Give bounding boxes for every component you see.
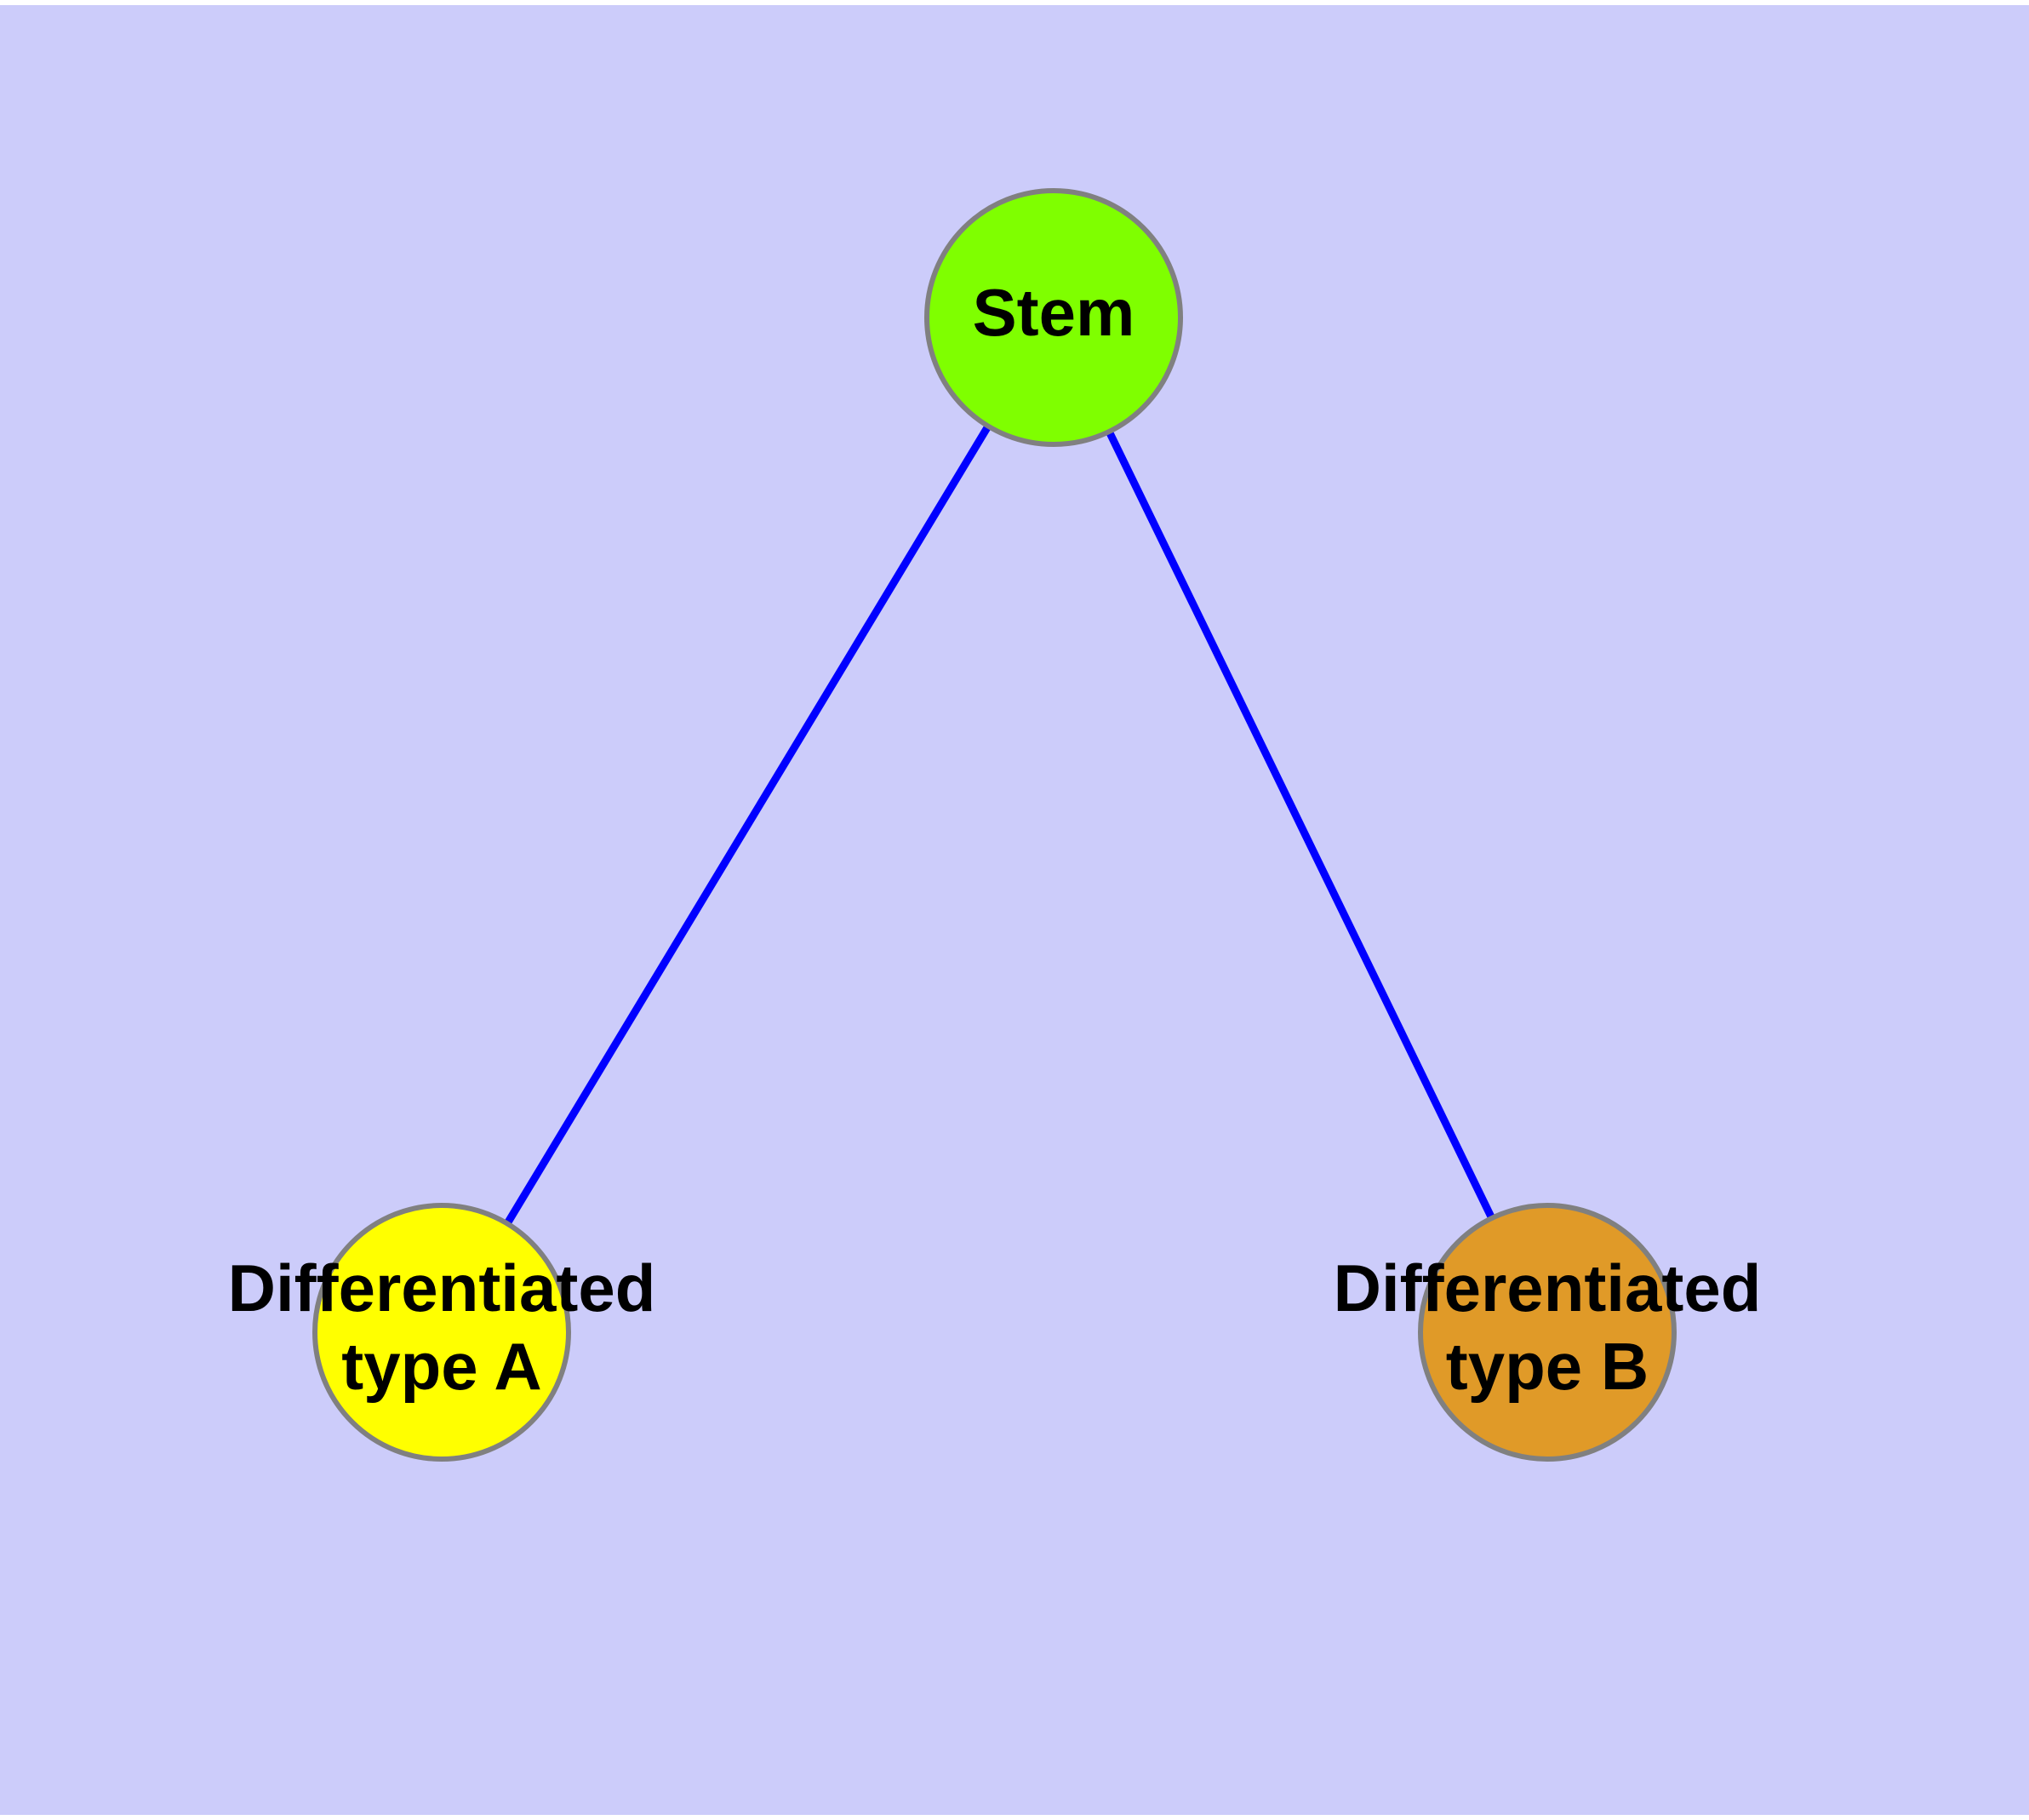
node-stem-label: Stem bbox=[973, 275, 1135, 350]
node-differentiated-type-b-circle[interactable] bbox=[1418, 1203, 1677, 1462]
edge-stem-to-differentiated-type-b[interactable] bbox=[1049, 316, 1552, 1334]
node-stem-circle[interactable] bbox=[924, 188, 1183, 447]
edge-stem-to-differentiated-type-a[interactable] bbox=[438, 315, 1057, 1335]
edges-layer bbox=[438, 315, 1552, 1335]
node-stem[interactable]: Stem bbox=[924, 188, 1183, 447]
node-differentiated-type-a-circle[interactable] bbox=[312, 1203, 571, 1462]
